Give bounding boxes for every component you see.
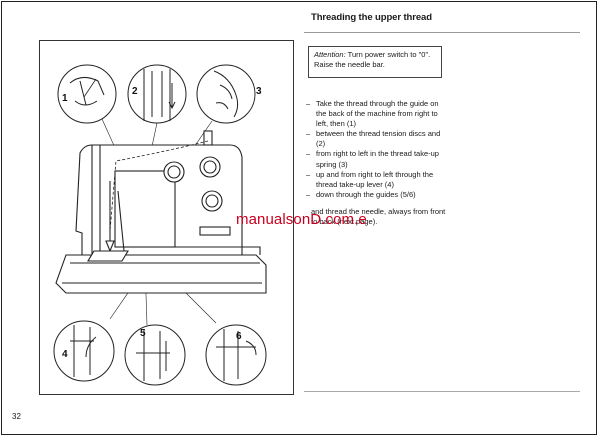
detail-circle-4 — [53, 320, 115, 382]
page-number: 32 — [12, 412, 21, 421]
callout-4: 4 — [62, 349, 68, 360]
list-item: –up and from right to left through the t… — [306, 169, 434, 189]
sewing-machine-drawing: 1 2 3 4 5 6 — [53, 64, 267, 386]
list-item: –Take the thread through the guide on th… — [306, 99, 439, 129]
bottom-divider — [304, 391, 580, 392]
callout-2: 2 — [132, 86, 138, 97]
callout-6: 6 — [236, 331, 242, 342]
list-item: –from right to left in the thread take-u… — [306, 149, 439, 169]
title-divider — [304, 32, 580, 33]
threading-steps: –Take the thread through the guide on th… — [306, 99, 446, 200]
sewing-machine — [55, 130, 267, 294]
attention-text: Turn power switch to "0". Raise the need… — [314, 50, 431, 69]
callout-5: 5 — [140, 328, 146, 339]
detail-circle-1 — [57, 64, 117, 124]
watermark: manualsonD.com.e — [236, 211, 367, 228]
detail-circle-5 — [124, 324, 186, 386]
detail-circle-6 — [205, 324, 267, 386]
page-title: Threading the upper thread — [311, 12, 432, 23]
detail-circle-3 — [196, 64, 256, 124]
callout-1: 1 — [62, 93, 68, 104]
attention-notice: Attention: Turn power switch to "0". Rai… — [308, 46, 442, 78]
final-instruction: and thread the needle, always from front… — [311, 207, 446, 227]
threading-illustration: 1 2 3 4 5 6 — [39, 40, 294, 395]
attention-label: Attention: — [314, 50, 346, 59]
list-item: –down through the guides (5/6) — [306, 189, 416, 199]
list-item: –between the thread tension discs and (2… — [306, 129, 441, 149]
callout-3: 3 — [256, 86, 262, 97]
